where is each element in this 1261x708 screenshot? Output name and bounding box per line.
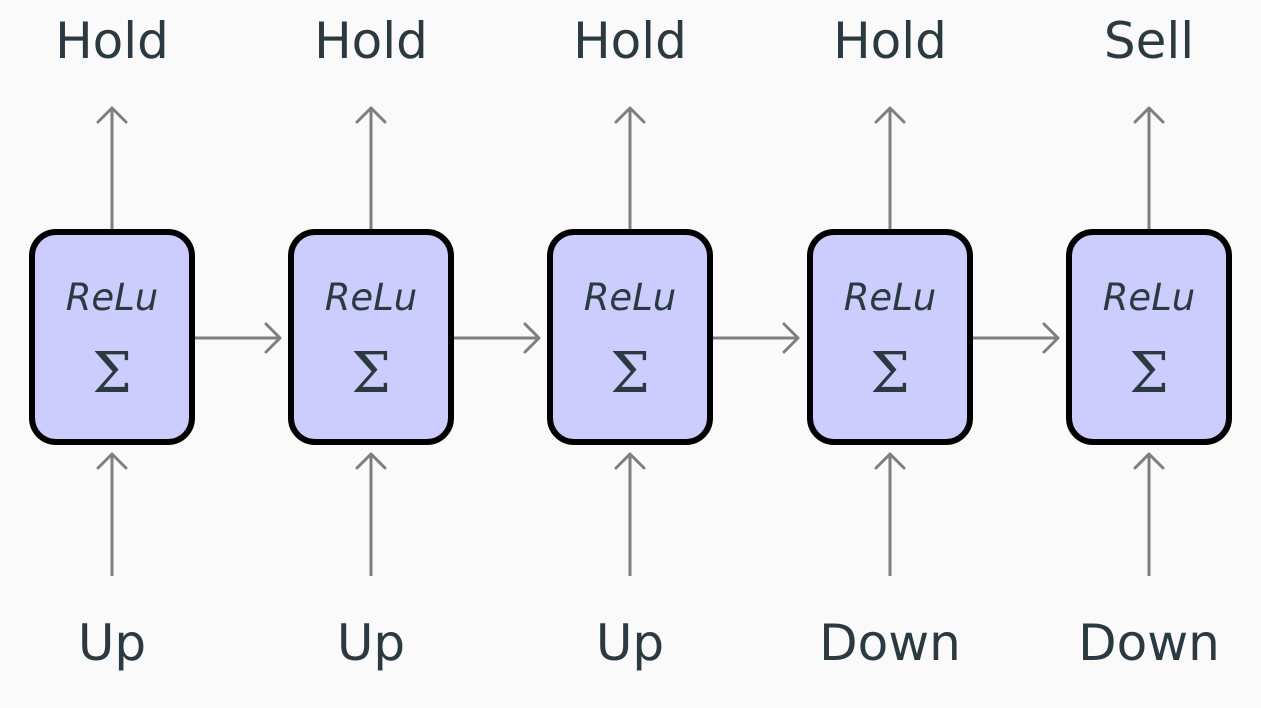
input-label: Up [596,614,664,672]
output-label: Hold [573,12,687,70]
sigma-icon: Σ [351,341,391,406]
output-label: Hold [314,12,428,70]
output-label: Hold [55,12,169,70]
output-label: Hold [833,12,947,70]
sigma-icon: Σ [870,341,910,406]
output-arrowhead [355,106,387,124]
activation-label: ReLu [844,276,937,319]
activation-label: ReLu [66,276,159,319]
input-arrowhead [874,452,906,470]
activation-label: ReLu [325,276,418,319]
input-arrowhead [1133,452,1165,470]
input-arrowhead [614,452,646,470]
input-label: Down [819,614,961,672]
rnn-cell: Hold ReLu Σ Up [29,12,195,672]
input-label: Up [78,614,146,672]
rnn-cell: Hold ReLu Σ Up [288,12,454,672]
activation-label: ReLu [1103,276,1196,319]
activation-label: ReLu [584,276,677,319]
cell-box [29,229,195,445]
cell-box [807,229,973,445]
output-label: Sell [1104,12,1194,70]
output-arrowhead [96,106,128,124]
output-arrowhead [1133,106,1165,124]
sigma-icon: Σ [92,341,132,406]
input-arrowhead [355,452,387,470]
recurrent-arrow [973,322,1060,354]
input-arrowhead [96,452,128,470]
rnn-cell: Hold ReLu Σ Down [807,12,973,672]
cell-box [288,229,454,445]
rnn-cell: Hold ReLu Σ Up [547,12,713,672]
sigma-icon: Σ [610,341,650,406]
rnn-cell: Sell ReLu Σ Down [1066,12,1232,672]
cell-box [547,229,713,445]
sigma-icon: Σ [1129,341,1169,406]
recurrent-arrow [454,322,541,354]
cell-box [1066,229,1232,445]
input-label: Up [337,614,405,672]
output-arrowhead [874,106,906,124]
input-label: Down [1078,614,1220,672]
output-arrowhead [614,106,646,124]
recurrent-arrow [713,322,800,354]
recurrent-arrow [195,322,282,354]
